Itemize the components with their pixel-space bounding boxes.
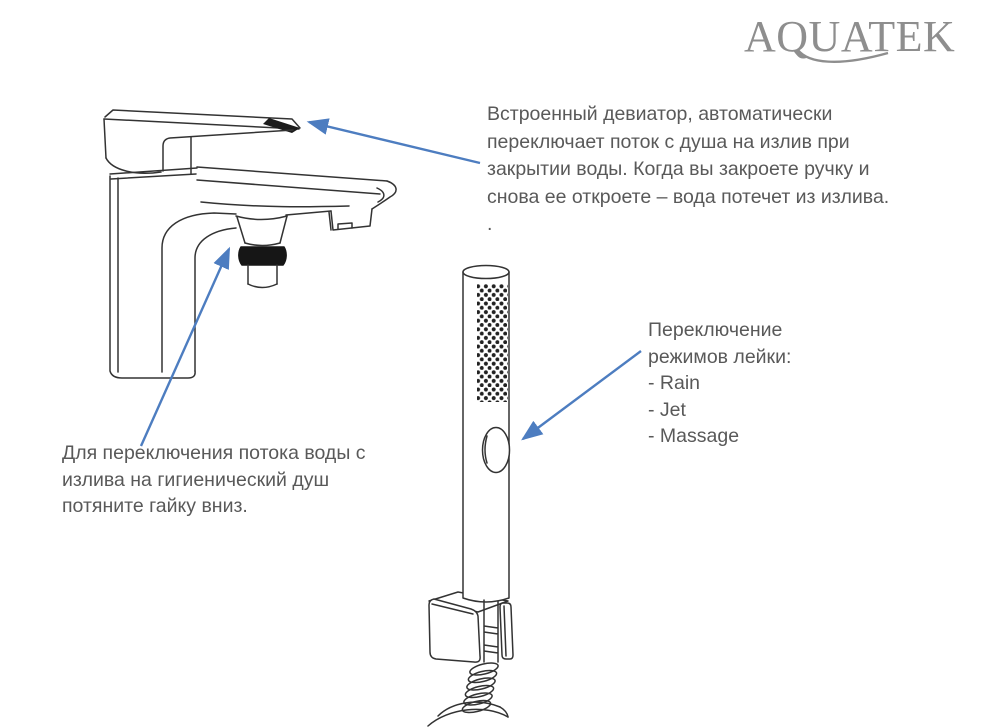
mode-item-massage: - Massage <box>648 425 740 447</box>
logo-swoosh-icon <box>797 49 889 63</box>
annotation-line: Переключение <box>648 319 783 341</box>
brand-logo: AQUATEK <box>744 12 956 61</box>
annotation-line: . <box>487 213 493 235</box>
annotation-line: Для переключения потока воды с <box>62 442 366 464</box>
hose-connector-drawing <box>483 599 499 663</box>
annotation-line: закрытии воды. Когда вы закроете ручку и <box>487 158 870 180</box>
mode-item-jet: - Jet <box>648 398 686 421</box>
annotation-line: излива на гигиенический душ <box>62 468 330 491</box>
faucet-line-drawing <box>103 109 397 379</box>
handle-tip-shading <box>263 118 300 133</box>
callout-arrows <box>139 118 642 447</box>
annotation-deviator: Встроенный девиатор, автоматически перек… <box>487 101 889 239</box>
mode-button-drawing <box>481 426 511 474</box>
annotation-shower-modes: Переключение режимов лейки: - Rain - Jet… <box>648 317 791 450</box>
annotation-line: Встроенный девиатор, автоматически <box>487 103 833 125</box>
faucet-spout-drawing <box>196 166 397 231</box>
hand-shower-line-drawing <box>462 264 511 603</box>
annotation-line: потяните гайку вниз. <box>62 495 248 517</box>
spray-nozzle-dots <box>477 284 508 402</box>
annotation-line: режимов лейки: <box>648 345 792 368</box>
mode-item-rain: - Rain <box>648 372 701 394</box>
faucet-handle-drawing <box>103 109 301 175</box>
annotation-line: переключает поток с душа на излив при <box>487 130 850 153</box>
arrow-to-mode-button <box>521 350 642 441</box>
diverter-nut-drawing <box>235 215 288 289</box>
faucet-body-drawing <box>109 175 237 379</box>
bracket-clip-drawing <box>499 602 514 660</box>
annotation-line: снова ее откроете – вода потечет из изли… <box>487 185 890 208</box>
nut-black-ring <box>238 246 287 266</box>
arrow-to-diverter-nut <box>139 246 231 447</box>
wall-bracket-front-drawing <box>428 598 514 663</box>
arrow-to-handle <box>306 118 481 165</box>
shower-hose-drawing <box>427 662 509 727</box>
annotation-diverter-nut: Для переключения потока воды с излива на… <box>62 440 366 520</box>
